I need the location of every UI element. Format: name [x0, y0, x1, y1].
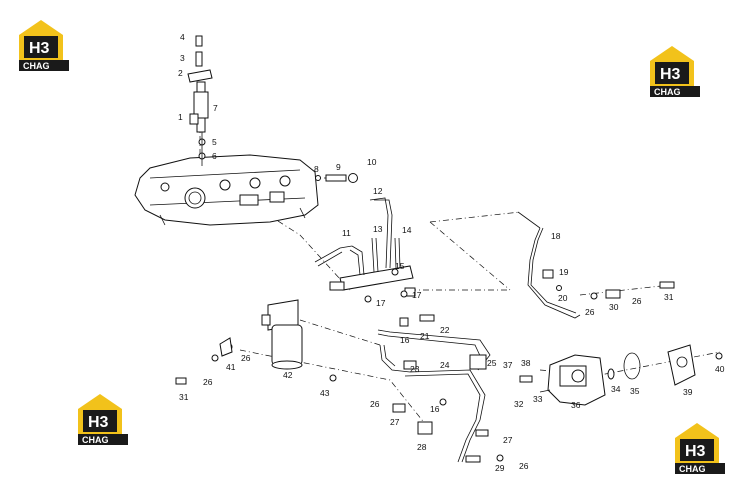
callout-41: 41 [226, 362, 236, 372]
callout-15: 15 [395, 261, 405, 271]
feed-pipes [377, 314, 504, 463]
callout-40: 40 [715, 364, 725, 374]
banjo-fitting [315, 173, 358, 183]
callout-27a: 27 [390, 417, 400, 427]
callout-26b: 26 [203, 377, 213, 387]
callout-31b: 31 [664, 292, 674, 302]
callout-43: 43 [320, 388, 330, 398]
svg-text:CHAG: CHAG [23, 61, 50, 71]
callout-10: 10 [367, 157, 377, 167]
svg-text:H3: H3 [88, 414, 109, 431]
svg-text:CHAG: CHAG [679, 464, 706, 474]
brand-logo-top-right: H3 CHAG [650, 46, 700, 97]
callout-38: 38 [521, 358, 531, 368]
callout-34: 34 [611, 384, 621, 394]
callout-37: 37 [503, 360, 513, 370]
callout-36: 36 [571, 400, 581, 410]
cylinder-head [134, 154, 319, 226]
callout-11: 11 [342, 228, 351, 238]
callout-26e: 26 [585, 307, 595, 317]
return-pipe [517, 211, 581, 319]
callout-labels: 1 2 3 4 5 6 7 8 9 10 11 12 13 14 15 16 1… [178, 32, 725, 473]
callout-16b: 16 [430, 404, 440, 414]
callout-20: 20 [558, 293, 568, 303]
callout-16a: 16 [400, 335, 410, 345]
callout-31a: 31 [179, 392, 189, 402]
svg-text:CHAG: CHAG [82, 435, 109, 445]
fuel-filter [175, 299, 337, 385]
callout-42: 42 [283, 370, 293, 380]
callout-39: 39 [683, 387, 693, 397]
callout-17a: 17 [376, 298, 386, 308]
brand-logo-top-left: H3 CHAG [19, 20, 69, 71]
callout-26d: 26 [519, 461, 529, 471]
callout-23: 23 [410, 364, 420, 374]
callout-18: 18 [551, 231, 561, 241]
fuel-rail [314, 197, 416, 303]
callout-28: 28 [417, 442, 427, 452]
callout-9: 9 [336, 162, 341, 172]
callout-26f: 26 [632, 296, 642, 306]
svg-text:CHAG: CHAG [654, 87, 681, 97]
callout-22: 22 [440, 325, 450, 335]
callout-32: 32 [514, 399, 524, 409]
callout-14: 14 [402, 225, 412, 235]
callout-35: 35 [630, 386, 640, 396]
callout-27b: 27 [503, 435, 513, 445]
callout-7: 7 [213, 103, 218, 113]
injection-pump [519, 281, 723, 406]
callout-5: 5 [212, 137, 217, 147]
callout-24: 24 [440, 360, 450, 370]
callout-33: 33 [533, 394, 543, 404]
callout-29: 29 [495, 463, 505, 473]
callout-4: 4 [180, 32, 185, 42]
svg-text:H3: H3 [29, 40, 50, 57]
callout-26a: 26 [241, 353, 251, 363]
callout-1: 1 [178, 112, 183, 122]
callout-8: 8 [314, 164, 319, 174]
callout-17b: 17 [412, 290, 422, 300]
callout-26c: 26 [370, 399, 380, 409]
injector-assembly [187, 35, 213, 166]
callout-13: 13 [373, 224, 383, 234]
callout-21: 21 [420, 331, 430, 341]
callout-19: 19 [559, 267, 569, 277]
svg-text:H3: H3 [660, 66, 681, 83]
callout-25: 25 [487, 358, 497, 368]
callout-3: 3 [180, 53, 185, 63]
brand-logo-bottom-left: H3 CHAG [78, 394, 128, 445]
callout-2: 2 [178, 68, 183, 78]
callout-6: 6 [212, 151, 217, 161]
callout-12: 12 [373, 186, 383, 196]
callout-30: 30 [609, 302, 619, 312]
brand-logo-bottom-right: H3 CHAG [675, 423, 725, 474]
svg-text:H3: H3 [685, 443, 706, 460]
